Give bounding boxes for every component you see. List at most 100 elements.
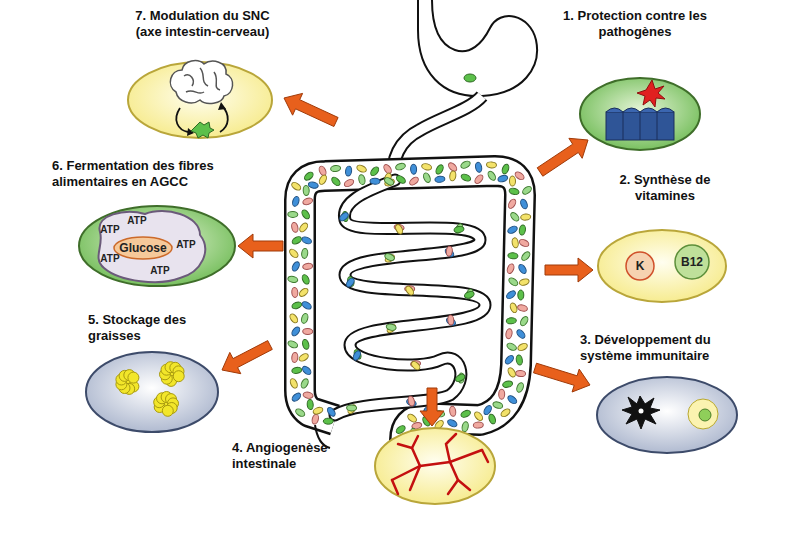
microbe	[518, 238, 530, 248]
microbe	[338, 211, 349, 222]
microbe	[302, 339, 310, 350]
microbe	[291, 367, 302, 375]
inner-label: B12	[681, 255, 703, 269]
microbe	[301, 365, 312, 376]
microbe	[509, 302, 518, 313]
orange-arrow	[284, 93, 338, 126]
microbe	[291, 352, 298, 363]
function-heading: 3. Développement du système immunitaire	[580, 332, 760, 364]
microbe	[326, 406, 337, 418]
microbe	[435, 164, 445, 176]
microbe	[497, 174, 508, 183]
microbe	[519, 198, 528, 210]
microbe	[303, 391, 314, 399]
function-panel: 4. Angiogenèse intestinale	[225, 420, 505, 510]
function-heading: 4. Angiogenèse intestinale	[232, 440, 342, 472]
microbe	[508, 187, 519, 195]
microbe	[404, 285, 415, 297]
microbe	[520, 214, 531, 221]
function-heading: 6. Fermentation des fibres alimentaires …	[52, 158, 242, 190]
microbe	[473, 422, 483, 429]
microbe	[482, 404, 492, 416]
orange-arrow	[545, 258, 593, 282]
microbe	[383, 176, 395, 186]
microbe	[509, 176, 515, 186]
microbe	[421, 163, 432, 171]
microbe	[406, 413, 418, 424]
microbe	[294, 408, 306, 418]
microbe	[507, 367, 517, 379]
microbe	[446, 246, 453, 257]
function-panel: 3. Développement du système immunitaire	[575, 330, 795, 460]
microbe	[308, 181, 319, 189]
function-panel: 2. Synthèse de vitaminesKB12	[590, 170, 730, 306]
microbe	[505, 289, 517, 300]
microbe	[318, 174, 328, 186]
microbe	[346, 403, 357, 415]
atp-label: ATP	[127, 215, 146, 226]
inner-shape: K	[625, 251, 655, 281]
microbe	[502, 380, 513, 388]
microbe	[291, 287, 298, 297]
microbe	[506, 317, 516, 324]
microbe	[345, 277, 356, 289]
microbe	[461, 421, 469, 432]
function-heading: 1. Protection contre les pathogènes	[560, 8, 710, 40]
microbe	[507, 394, 519, 405]
function-heading: 7. Modulation du SNC (axe intestin-cerve…	[125, 8, 280, 40]
atp-label: ATP	[100, 224, 119, 235]
microbe	[301, 248, 308, 259]
microbe	[291, 196, 300, 207]
microbe	[518, 290, 524, 300]
orange-arrow	[222, 341, 272, 374]
microbe	[301, 274, 311, 286]
microbe	[330, 176, 341, 187]
function-panel: 6. Fermentation des fibres alimentaires …	[40, 155, 245, 290]
microbe	[454, 226, 465, 234]
microbe	[288, 211, 298, 217]
microbe	[386, 323, 397, 331]
microbe	[407, 396, 415, 407]
microbe	[410, 360, 421, 371]
microbe	[486, 162, 496, 169]
microbe	[291, 392, 302, 403]
microbe	[460, 409, 472, 419]
microbe	[302, 197, 313, 206]
orange-arrow	[534, 363, 591, 392]
microbe	[330, 165, 341, 172]
microbe	[454, 223, 464, 235]
microbe	[519, 315, 529, 327]
microbe	[506, 263, 515, 274]
microbe	[291, 222, 299, 233]
microbe	[303, 328, 313, 334]
microbe	[473, 173, 484, 184]
microbe	[515, 382, 524, 394]
microbe	[517, 304, 528, 313]
microbe	[519, 278, 530, 287]
microbe	[289, 378, 299, 390]
microbe	[447, 315, 454, 325]
microbe	[487, 170, 497, 182]
microbe	[517, 263, 527, 275]
microbe	[356, 164, 368, 174]
microbe	[298, 287, 309, 298]
microbe	[395, 174, 407, 185]
microbe	[307, 399, 314, 409]
microbe	[473, 410, 484, 421]
microbe	[499, 389, 505, 399]
microbe	[517, 342, 529, 352]
inner-label: K	[636, 259, 645, 273]
microbe	[460, 160, 472, 170]
microbe	[300, 209, 311, 221]
orange-arrow	[420, 388, 444, 426]
microbe	[506, 342, 518, 352]
microbe	[500, 407, 512, 418]
microbe	[464, 290, 475, 299]
microbe	[291, 301, 302, 310]
inner-shape: Glucose	[113, 236, 173, 260]
microbe	[511, 237, 519, 248]
microbe	[408, 176, 420, 187]
microbe	[509, 211, 520, 222]
microbe	[505, 328, 513, 339]
